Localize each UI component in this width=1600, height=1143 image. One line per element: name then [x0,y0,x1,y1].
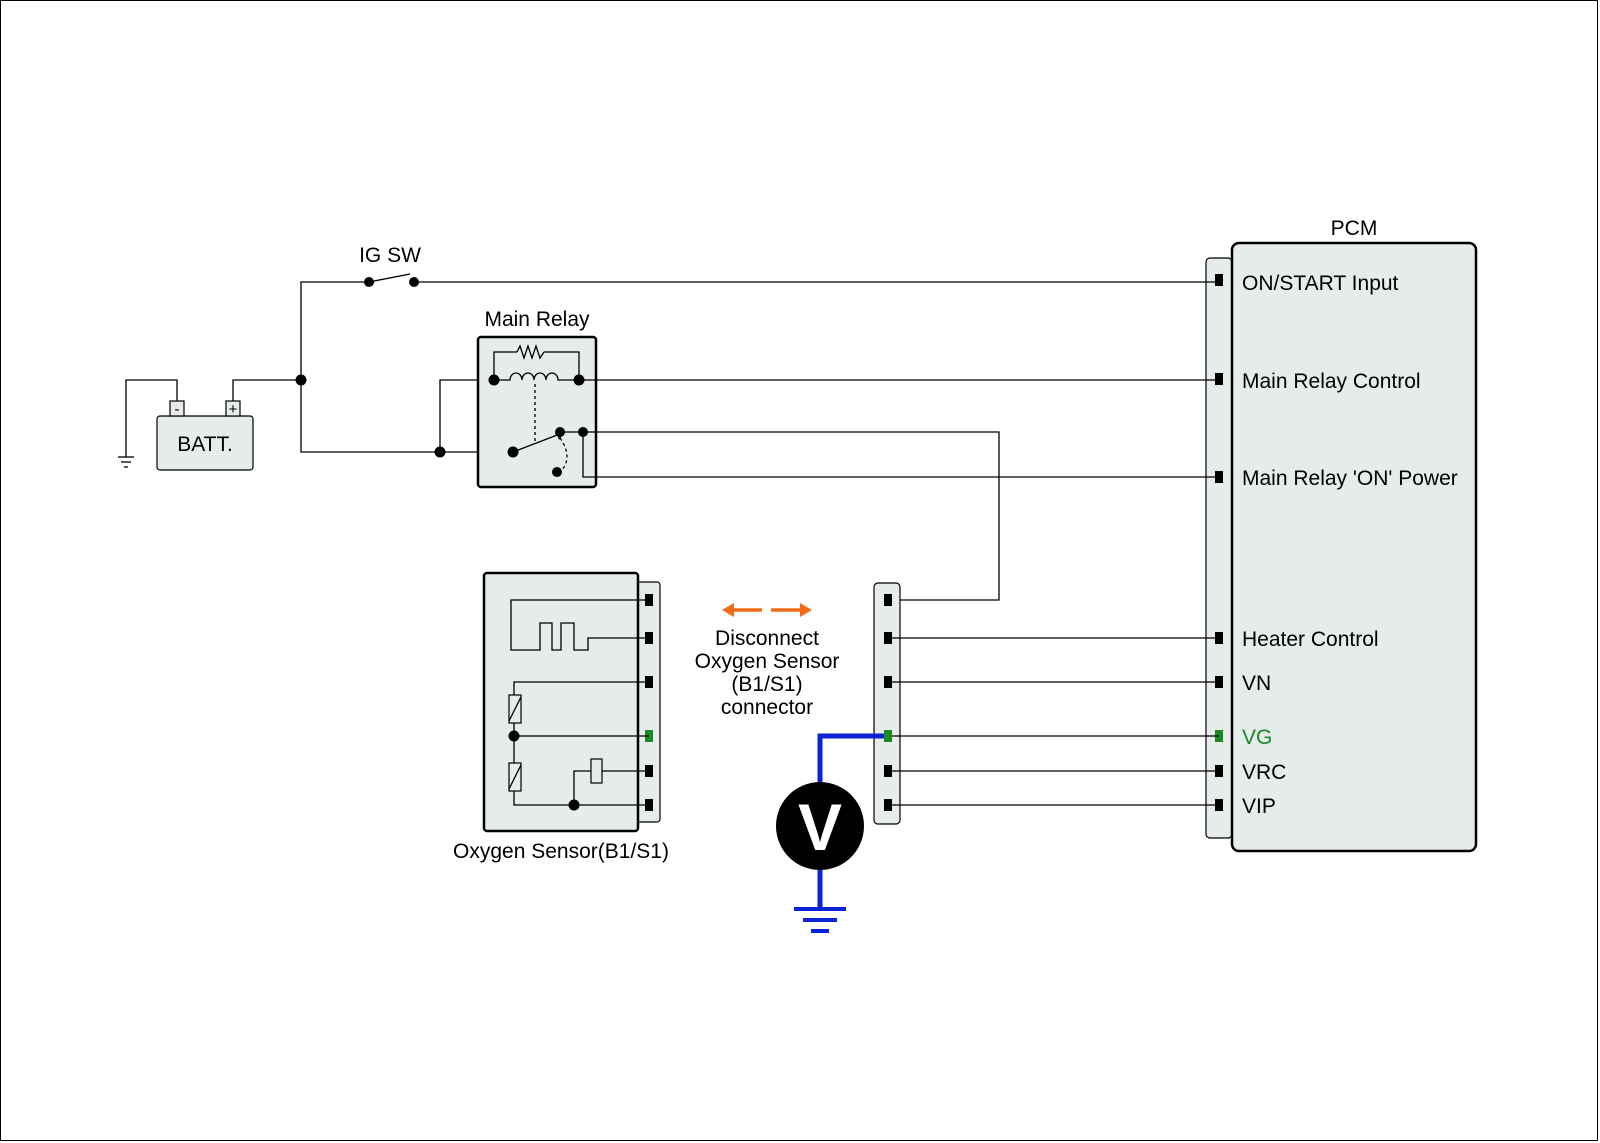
pcm-title: PCM [1331,217,1378,240]
voltmeter [776,782,864,870]
oxygen-sensor-internals [508,599,649,811]
battery: BATT. - + [156,400,254,471]
relay-coil-feed-wire [439,379,494,452]
voltmeter-symbol: V [798,790,842,864]
pcm-pin-label-vip: VIP [1242,795,1276,818]
battery-ground-wire [125,379,178,457]
oxygen-sensor-box [482,571,640,833]
ground-icon [794,907,846,933]
ig-sw-feed-wire [300,281,369,380]
switch-icon [364,273,419,287]
harness-pin [884,594,892,606]
battery-label: BATT. [177,433,233,456]
disconnect-note: Disconnect Oxygen Sensor (B1/S1) connect… [695,627,840,719]
pcm-pin-label-on-start: ON/START Input [1242,272,1399,295]
oxygen-sensor-label: Oxygen Sensor(B1/S1) [453,840,669,863]
voltmeter-probe-wire [817,733,884,786]
battery-box [156,415,254,471]
pcm-pin [1215,373,1223,385]
harness-connector-strip [873,582,901,825]
pcm-box [1230,241,1478,853]
oxygen-sensor-connector-strip [635,581,661,823]
disconnect-note-line: Oxygen Sensor [695,650,840,673]
resistor-icon [516,343,545,361]
relay-to-sensor-connector-wire [583,431,1000,601]
pcm-pin-labels: ON/START Input Main Relay Control Main R… [1242,272,1458,818]
heater-icon [510,599,649,651]
pcm-pin-label-vrc: VRC [1242,761,1286,784]
pcm-pin-label-vg: VG [1242,726,1272,749]
disconnect-note-line: Disconnect [715,627,819,650]
battery-pos-sign: + [229,401,238,418]
relay-internals [488,343,596,478]
pcm-pin-label-heater-control: Heater Control [1242,628,1379,651]
coil-icon [494,372,579,381]
disconnect-note-line: connector [721,696,813,719]
pcm-pin-label-main-relay-control: Main Relay Control [1242,370,1421,393]
main-relay-label: Main Relay [484,308,590,331]
ig-sw-label: IG SW [359,244,421,267]
pcm-pin [1215,274,1223,286]
main-relay-box [476,335,598,489]
pcm-pin-label-main-relay-on-power: Main Relay 'ON' Power [1242,467,1458,490]
pcm-pin-label-vn: VN [1242,672,1271,695]
ground-icon [118,456,134,468]
harness-pin-vg [884,730,892,742]
disconnect-note-line: (B1/S1) [731,673,802,696]
battery-neg-sign: - [175,401,180,418]
battery-positive-wire [232,379,301,401]
double-arrow-icon [722,603,812,617]
pcm-connector-strip [1205,257,1233,839]
